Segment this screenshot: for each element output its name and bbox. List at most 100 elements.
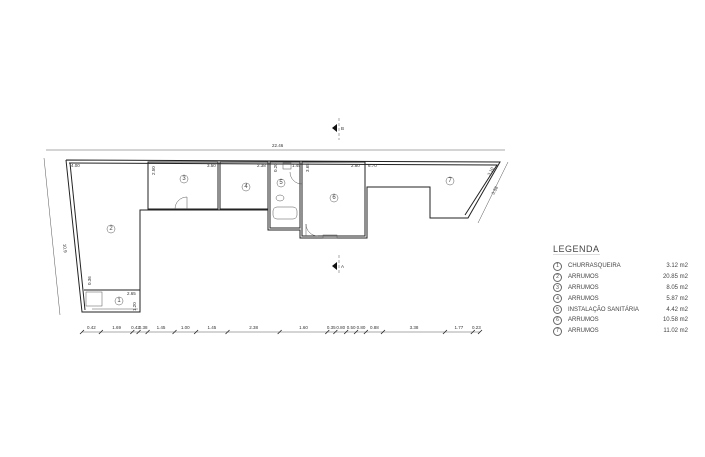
room-number-badge: 6 — [553, 315, 562, 325]
room-name: CHURRASQUEIRA — [568, 263, 621, 270]
dimension-label: 1.60 — [299, 325, 308, 330]
dimension-tick — [333, 329, 338, 335]
svg-text:1: 1 — [117, 298, 121, 304]
dimension-label: 3.38 — [410, 325, 419, 330]
dimension-label: 1.45 — [157, 325, 166, 330]
room-name: ARRUMOS — [568, 328, 599, 335]
door-room-5[interactable] — [289, 171, 303, 185]
dimension-label: 1.69 — [112, 325, 121, 330]
legend-item: 4 ARRUMOS 5.87 m2 — [553, 293, 688, 304]
dimension-tick — [343, 329, 349, 335]
right-dimension-line — [477, 161, 509, 224]
overall-width-label: 22.46 — [272, 143, 284, 148]
door-room-3[interactable] — [174, 196, 188, 210]
right-length-label: 3.58 — [490, 185, 499, 196]
section-marker-a: A — [332, 255, 344, 275]
svg-text:1.20: 1.20 — [132, 302, 137, 311]
svg-text:2.65: 2.65 — [127, 291, 136, 296]
barbecue-grill — [85, 291, 103, 307]
dimension-label: 1.00 — [181, 325, 190, 330]
dimension-tick — [324, 329, 330, 335]
room-area: 3.12 m2 — [666, 263, 688, 270]
dimension-label: 0.80 — [336, 325, 345, 330]
room-number-badge: 7 — [553, 326, 562, 336]
dimension-tick — [172, 329, 177, 335]
svg-text:6: 6 — [332, 195, 336, 201]
dimension-tick — [136, 329, 141, 335]
legend-item: 1 CHURRASQUEIRA 3.12 m2 — [553, 261, 688, 272]
room-numbers: 1 2 3 4 5 6 7 — [106, 174, 455, 306]
svg-text:4: 4 — [244, 184, 248, 190]
svg-text:2.80: 2.80 — [351, 163, 360, 168]
dimension-tick — [225, 329, 230, 335]
dimension-tick — [79, 329, 85, 335]
bathtub — [272, 206, 298, 220]
dimension-tick — [193, 329, 199, 335]
dimension-tick — [470, 329, 476, 335]
section-marker-b: B — [332, 118, 344, 140]
svg-text:1.45: 1.45 — [292, 163, 301, 168]
room-name: ARRUMOS — [568, 274, 599, 281]
svg-text:4.00: 4.00 — [71, 163, 80, 168]
dimension-label: 0.35 — [327, 325, 336, 330]
room-name: ARRUMOS — [568, 284, 599, 291]
dimension-label: 2.38 — [249, 325, 258, 330]
dimension-tick — [145, 329, 150, 335]
svg-text:0.36: 0.36 — [87, 276, 92, 285]
dimension-tick — [130, 329, 135, 335]
dimension-tick — [442, 329, 448, 335]
svg-text:3.65: 3.65 — [305, 163, 310, 172]
dimension-label: 0.38 — [139, 325, 148, 330]
room-name: ARRUMOS — [568, 317, 599, 324]
room-dimensions: 4.00 2.50 3.50 2.38 1.45 3.65 2.80 6.70 … — [71, 163, 495, 311]
svg-text:7: 7 — [448, 178, 452, 184]
dimension-label: 0.42 — [131, 325, 140, 330]
dimension-label: 0.42 — [87, 325, 96, 330]
toilet — [275, 194, 285, 202]
dimension-tick — [277, 329, 282, 335]
svg-text:A: A — [341, 264, 344, 269]
room-area: 4.42 m2 — [666, 306, 688, 313]
dimension-label: 1.45 — [207, 325, 216, 330]
left-length-label: 10.9 — [62, 244, 68, 254]
door-room-6[interactable] — [305, 223, 319, 237]
room-number-badge: 4 — [553, 294, 562, 304]
legend-item: 6 ARRUMOS 10.58 m2 — [553, 315, 688, 326]
svg-text:6.70: 6.70 — [368, 163, 377, 168]
dimension-label: 0.50 — [347, 325, 356, 330]
room-number-badge: 3 — [553, 283, 562, 293]
window — [322, 234, 338, 239]
room-number-badge: 5 — [553, 305, 562, 315]
dimension-label: 1.77 — [455, 325, 464, 330]
svg-text:3.10: 3.10 — [486, 166, 495, 177]
legend-item: 7 ARRUMOS 11.02 m2 — [553, 326, 688, 337]
legend-item: 5 INSTALAÇÃO SANITÁRIA 4.42 m2 — [553, 304, 688, 315]
svg-text:2.38: 2.38 — [257, 163, 266, 168]
sink — [282, 162, 292, 170]
legend-title: LEGENDA — [553, 244, 600, 255]
dimension-tick — [98, 329, 104, 335]
svg-text:3.50: 3.50 — [207, 163, 216, 168]
svg-text:3: 3 — [182, 176, 186, 182]
svg-text:B: B — [341, 126, 344, 131]
dimension-tick — [363, 329, 369, 335]
svg-text:2: 2 — [109, 226, 113, 232]
bathroom-wall-dimension: 0.20 — [273, 163, 278, 172]
room-name: ARRUMOS — [568, 295, 599, 302]
room-area: 20.85 m2 — [662, 274, 688, 281]
room-area: 11.02 m2 — [663, 328, 688, 335]
room-name: INSTALAÇÃO SANITÁRIA — [568, 306, 639, 313]
dimension-label: 0.80 — [357, 325, 366, 330]
left-dimension-line — [43, 157, 61, 316]
walls — [65, 159, 501, 313]
svg-text:2.50: 2.50 — [151, 166, 156, 175]
room-area: 10.58 m2 — [662, 317, 688, 324]
room-area: 5.87 m2 — [666, 295, 688, 302]
dimension-tick — [477, 329, 483, 335]
room-number-badge: 1 — [553, 261, 562, 271]
